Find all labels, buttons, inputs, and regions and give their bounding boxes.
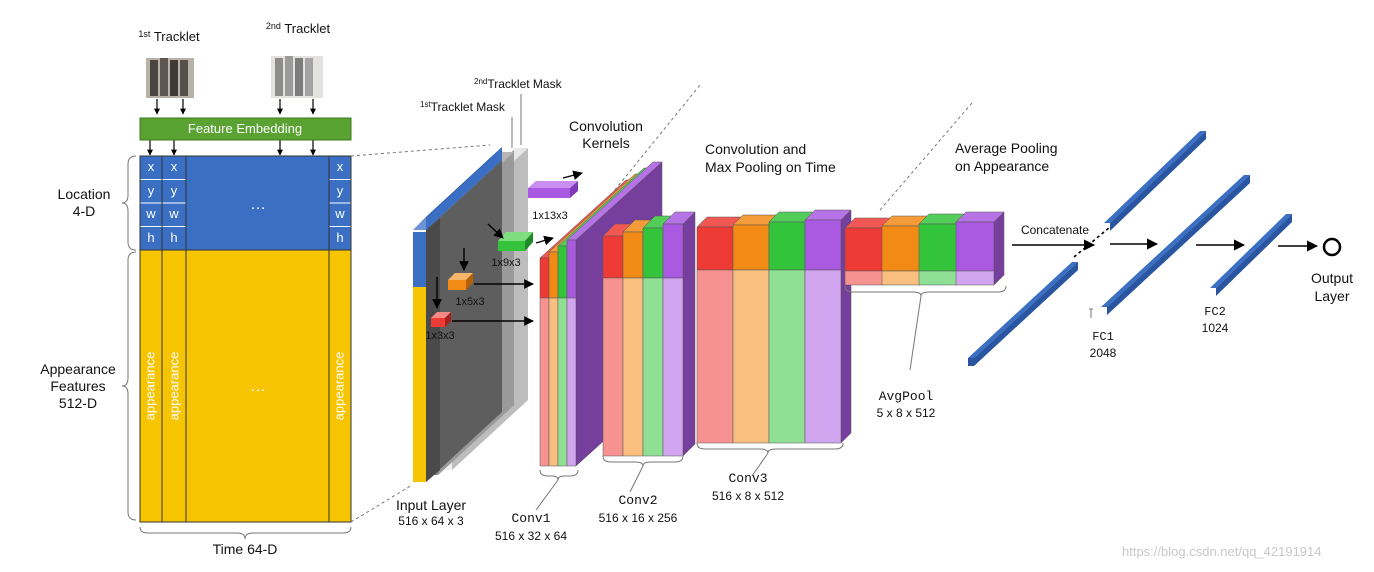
loc-cell-h-2: h: [170, 230, 178, 245]
conv3-block: [696, 209, 852, 444]
avgpool-block: [844, 211, 1005, 286]
fc1-dims: 2048: [1089, 346, 1117, 360]
loc-cell-h-n: h: [336, 230, 344, 245]
loc-cell-w-1: w: [146, 206, 156, 221]
loc-cell-x-2: x: [170, 159, 178, 174]
conv1-slice-4-front-body: [566, 297, 577, 467]
output-label-2: Layer: [1314, 288, 1350, 304]
conv-title-2: Max Pooling on Time: [705, 159, 836, 175]
conv3-name: Conv3: [728, 471, 768, 486]
conv-title-1: Convolution and: [705, 141, 807, 157]
loc-cell-w-2: w: [169, 206, 179, 221]
kernel-1x13x3: [528, 181, 578, 198]
location-label: Location: [57, 186, 111, 202]
tracklet-1-label: 1st Tracklet: [138, 29, 200, 44]
kernel-1x9x3: [498, 232, 533, 251]
tracklet-arrows: [147, 99, 316, 156]
appearance-label: Appearance: [40, 361, 116, 377]
location-dim: 4-D: [72, 203, 96, 219]
kernel-label-1x3x3: 1x3x3: [425, 330, 455, 342]
location-ellipsis: …: [250, 196, 266, 213]
tracklet-1-images: [146, 58, 194, 98]
conv2-name: Conv2: [618, 493, 658, 508]
kernel-1x5x3: [448, 273, 473, 290]
input-layer-stack: [413, 147, 528, 482]
conv1-dims: 516 x 32 x 64: [494, 529, 568, 543]
loc-cell-x-1: x: [147, 159, 155, 174]
kernel-label-1x5x3: 1x5x3: [455, 296, 485, 308]
mask-2-label: 2ndTracklet Mask: [474, 77, 562, 91]
fc2-bar: [1210, 214, 1292, 296]
fc-concat-bar: [1104, 131, 1206, 231]
avgpool-slice-4-front-body: [955, 270, 995, 286]
concatenate-label: Concatenate: [1020, 223, 1090, 237]
conv3-dims: 516 x 8 x 512: [711, 489, 785, 503]
loc-cell-y-1: y: [147, 183, 155, 198]
conv3-slice-4-front-body: [804, 269, 842, 444]
time-label: Time 64-D: [212, 541, 278, 557]
output-label-1: Output: [1310, 270, 1354, 286]
appearance-label-2: Features: [50, 378, 106, 394]
fc-input-bar: [968, 262, 1078, 366]
layer-braces: [535, 285, 1093, 511]
pool-title-1: Average Pooling: [955, 140, 1058, 156]
avgpool-dims: 5 x 8 x 512: [876, 406, 936, 420]
fc1-name: FC1: [1092, 330, 1114, 344]
loc-cell-w-n: w: [335, 206, 345, 221]
tracklet-2-images: [271, 56, 323, 98]
fc2-name: FC2: [1204, 305, 1226, 319]
avgpool-name: AvgPool: [878, 389, 934, 404]
fc-arrows: [1012, 226, 1319, 258]
kernel-1x3x3: [431, 312, 451, 327]
conv1-name: Conv1: [511, 511, 551, 526]
tracklet-2-label: 2nd Tracklet: [265, 21, 331, 36]
pool-title-2: on Appearance: [955, 158, 1050, 174]
loc-cell-h-1: h: [147, 230, 155, 245]
conv2-dims: 516 x 16 x 256: [598, 511, 678, 525]
kernels-title-2: Kernels: [582, 135, 630, 151]
appearance-dim: 512-D: [58, 395, 98, 411]
input-layer-label: Input Layer: [395, 497, 467, 513]
input-feature-grid: [139, 155, 352, 523]
kernel-label-1x9x3: 1x9x3: [491, 257, 521, 269]
input-layer-dims: 516 x 64 x 3: [398, 514, 464, 528]
feature-embedding-bar: [139, 117, 352, 141]
kernel-arrows: [432, 170, 583, 326]
loc-cell-y-2: y: [170, 183, 178, 198]
output-node: [1322, 237, 1342, 257]
kernel-label-1x13x3: 1x13x3: [532, 210, 568, 222]
appearance-ellipsis: …: [250, 378, 266, 395]
fc1-bar: [1101, 175, 1250, 315]
conv2-block: [602, 211, 696, 457]
loc-cell-x-n: x: [336, 159, 344, 174]
grid-braces: [121, 155, 352, 540]
feature-embedding-label: Feature Embedding: [187, 121, 303, 136]
loc-cell-y-n: y: [336, 183, 344, 198]
fc2-dims: 1024: [1201, 321, 1229, 335]
watermark: https://blog.csdn.net/qq_42191914: [1122, 544, 1322, 559]
kernels-title-1: Convolution: [569, 118, 643, 134]
mask-1-label: 1stTracklet Mask: [420, 100, 505, 114]
